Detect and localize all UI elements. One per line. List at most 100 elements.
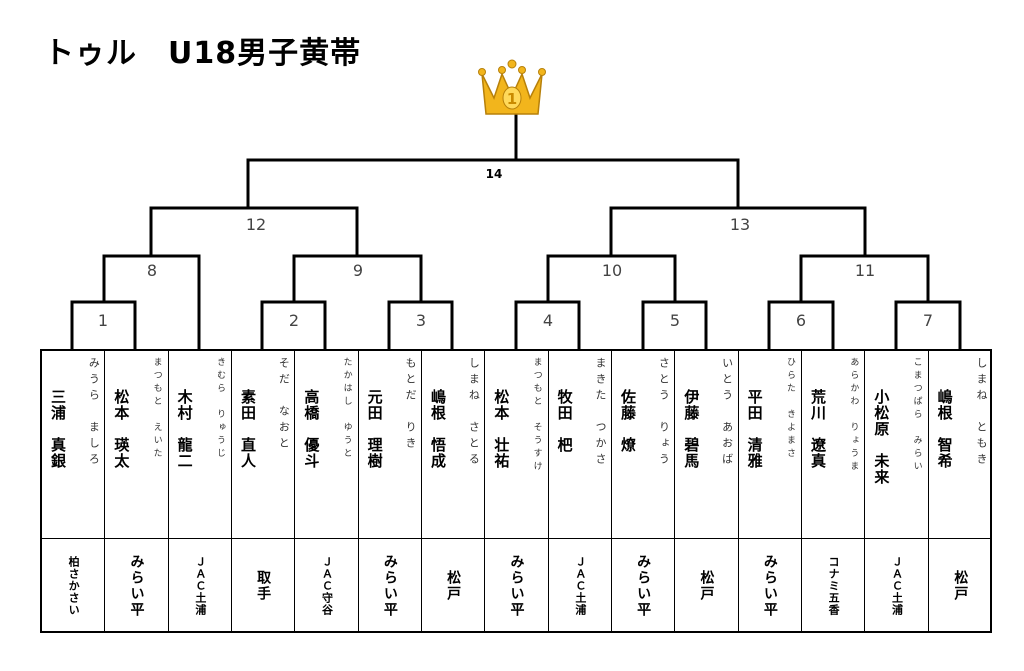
player-name-cell: 平田 清雅 ひらた きよまさ bbox=[738, 351, 801, 539]
team-cell: みらい平 bbox=[739, 539, 801, 633]
player-column: 松本 瑛太 まつもと えいた みらい平 bbox=[105, 351, 169, 633]
player-name: 松本 壮祐 bbox=[492, 389, 511, 469]
player-kana: いとう あおば bbox=[720, 357, 734, 469]
player-column: 嶋根 悟成 しまね さとる 松戸 bbox=[422, 351, 486, 633]
player-name: 伊藤 碧馬 bbox=[682, 389, 701, 469]
match-number-10: 10 bbox=[602, 261, 622, 280]
match-number-9: 9 bbox=[353, 261, 363, 280]
match-number-11: 11 bbox=[855, 261, 875, 280]
match-number-4: 4 bbox=[543, 311, 553, 330]
player-column: 元田 理樹 もとだ りき みらい平 bbox=[358, 351, 422, 633]
player-kana: しまね ともき bbox=[974, 357, 988, 469]
player-name-cell: 高橋 優斗 たかはし ゆうと bbox=[295, 351, 358, 539]
player-name-cell: 牧田 杷 まきた つかさ bbox=[548, 351, 611, 539]
player-column: 佐藤 燎 さとう りょう みらい平 bbox=[612, 351, 676, 633]
player-kana: まつもと えいた bbox=[151, 357, 162, 461]
player-kana: まつもと そうすけ bbox=[531, 357, 542, 474]
player-column: 小松原 未来 こまつばら みらい ＪＡＣ土浦 bbox=[865, 351, 929, 633]
player-kana: もとだ りき bbox=[403, 357, 417, 453]
team-cell: 柏さかさい bbox=[42, 539, 104, 633]
team-name: みらい平 bbox=[381, 554, 398, 618]
team-cell: ＪＡＣ土浦 bbox=[169, 539, 231, 633]
match-number-6: 6 bbox=[796, 311, 806, 330]
player-name: 牧田 杷 bbox=[555, 389, 574, 453]
team-cell: ＪＡＣ土浦 bbox=[549, 539, 611, 633]
team-cell: 松戸 bbox=[675, 539, 737, 633]
player-name: 嶋根 智希 bbox=[935, 389, 954, 469]
team-name: みらい平 bbox=[128, 554, 145, 618]
player-name-cell: 元田 理樹 もとだ りき bbox=[358, 351, 421, 539]
player-column: 嶋根 智希 しまね ともき 松戸 bbox=[928, 351, 992, 633]
team-name: みらい平 bbox=[508, 554, 525, 618]
team-cell: ＪＡＣ守谷 bbox=[295, 539, 357, 633]
player-kana: たかはし ゆうと bbox=[341, 357, 352, 461]
player-kana: ひらた きよまさ bbox=[784, 357, 795, 461]
team-name: 松戸 bbox=[445, 570, 462, 602]
player-table: 三浦 真銀 みうら ましろ 柏さかさい 松本 瑛太 まつもと えいた みらい平 … bbox=[40, 349, 992, 633]
player-name-cell: 松本 瑛太 まつもと えいた bbox=[105, 351, 168, 539]
player-name-cell: 小松原 未来 こまつばら みらい bbox=[865, 351, 928, 539]
player-name-cell: 佐藤 燎 さとう りょう bbox=[612, 351, 675, 539]
player-name-cell: 嶋根 智希 しまね ともき bbox=[928, 351, 992, 539]
player-column: 高橋 優斗 たかはし ゆうと ＪＡＣ守谷 bbox=[295, 351, 359, 633]
player-column: 荒川 遼真 あらかわ りょうま コナミ五香 bbox=[802, 351, 866, 633]
team-cell: 取手 bbox=[232, 539, 294, 633]
team-cell: 松戸 bbox=[929, 539, 992, 633]
player-name-cell: 嶋根 悟成 しまね さとる bbox=[422, 351, 485, 539]
player-column: 木村 龍二 きむら りゅうじ ＪＡＣ土浦 bbox=[168, 351, 232, 633]
player-column: 三浦 真銀 みうら ましろ 柏さかさい bbox=[42, 351, 106, 633]
team-cell: コナミ五香 bbox=[802, 539, 864, 633]
player-name: 元田 理樹 bbox=[365, 389, 384, 469]
team-name: ＪＡＣ守谷 bbox=[320, 556, 334, 616]
crown-icon: 1 bbox=[478, 59, 546, 115]
player-name: 佐藤 燎 bbox=[619, 389, 637, 453]
player-column: 平田 清雅 ひらた きよまさ みらい平 bbox=[738, 351, 802, 633]
player-name-cell: 伊藤 碧馬 いとう あおば bbox=[675, 351, 738, 539]
team-name: ＪＡＣ土浦 bbox=[890, 556, 904, 616]
player-name: 平田 清雅 bbox=[745, 389, 764, 469]
player-name: 嶋根 悟成 bbox=[429, 389, 447, 469]
player-name-cell: 荒川 遼真 あらかわ りょうま bbox=[802, 351, 865, 539]
team-cell: ＪＡＣ土浦 bbox=[865, 539, 927, 633]
team-cell: みらい平 bbox=[359, 539, 421, 633]
player-name: 松本 瑛太 bbox=[112, 389, 131, 469]
team-name: みらい平 bbox=[761, 554, 778, 618]
player-name: 素田 直人 bbox=[239, 389, 257, 469]
player-column: 素田 直人 そだ なおと 取手 bbox=[232, 351, 296, 633]
player-name-cell: 素田 直人 そだ なおと bbox=[232, 351, 295, 539]
team-cell: 松戸 bbox=[422, 539, 484, 633]
match-number-5: 5 bbox=[670, 311, 680, 330]
team-name: ＪＡＣ土浦 bbox=[573, 556, 587, 616]
crown-number: 1 bbox=[507, 90, 517, 108]
page-title: トゥル U18男子黄帯 bbox=[44, 36, 362, 71]
team-cell: みらい平 bbox=[612, 539, 674, 633]
match-number-8: 8 bbox=[147, 261, 157, 280]
player-column: 伊藤 碧馬 いとう あおば 松戸 bbox=[675, 351, 739, 633]
team-name: 松戸 bbox=[698, 570, 715, 602]
player-name-cell: 木村 龍二 きむら りゅうじ bbox=[168, 351, 231, 539]
match-number-7: 7 bbox=[923, 311, 933, 330]
match-number-3: 3 bbox=[416, 311, 426, 330]
match-number-1: 1 bbox=[98, 311, 108, 330]
player-kana: しまね さとる bbox=[467, 357, 481, 469]
team-name: ＪＡＣ土浦 bbox=[193, 556, 207, 616]
player-kana: こまつばら みらい bbox=[911, 357, 922, 474]
team-name: 取手 bbox=[255, 570, 272, 602]
player-kana: きむら りゅうじ bbox=[214, 357, 225, 461]
team-cell: みらい平 bbox=[105, 539, 167, 633]
team-name: 松戸 bbox=[952, 570, 969, 602]
team-name: みらい平 bbox=[635, 554, 652, 618]
bracket-line-match-12 bbox=[149, 206, 359, 256]
player-kana: まきた つかさ bbox=[593, 357, 607, 469]
player-kana: あらかわ りょうま bbox=[848, 357, 859, 474]
player-name: 木村 龍二 bbox=[175, 389, 194, 469]
player-name: 荒川 遼真 bbox=[809, 389, 827, 469]
team-cell: みらい平 bbox=[485, 539, 547, 633]
bracket-line-match-14 bbox=[246, 158, 740, 208]
player-column: 松本 壮祐 まつもと そうすけ みらい平 bbox=[485, 351, 549, 633]
match-number-13: 13 bbox=[730, 215, 750, 234]
player-kana: そだ なおと bbox=[277, 357, 291, 453]
player-name: 小松原 未来 bbox=[872, 389, 891, 485]
player-name: 三浦 真銀 bbox=[49, 389, 67, 469]
player-name-cell: 三浦 真銀 みうら ましろ bbox=[42, 351, 105, 539]
